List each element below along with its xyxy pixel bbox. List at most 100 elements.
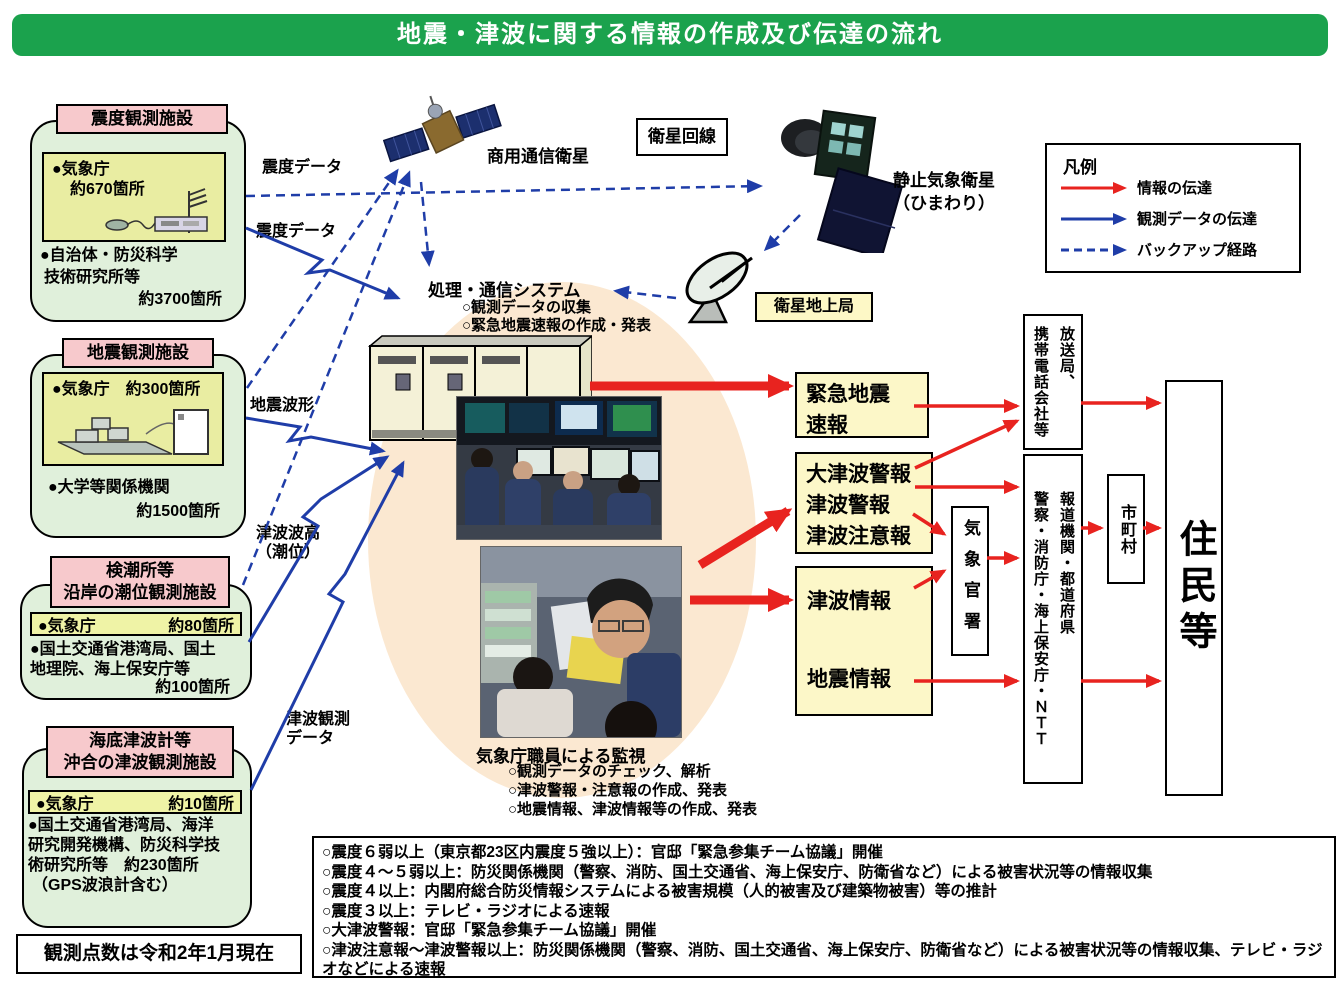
jma-offshore-strip: ●気象庁 約10箇所 <box>28 790 242 814</box>
municipalities-label: 市町村 <box>1118 503 1135 555</box>
blue-dashed-arrow-sample-icon <box>1061 244 1127 256</box>
offshore-header-line2: 沖合の津波観測施設 <box>63 753 217 773</box>
source4-body-line: ●国土交通省港湾局、海洋 <box>28 817 214 834</box>
intensity-data-label-2: 震度データ <box>256 223 337 240</box>
note-line: ○震度６弱以上（東京都23区内震度５強以上）：官邸「緊急参集チーム協議」開催 <box>322 844 883 861</box>
eew-box: 緊急地震 速報 <box>795 372 929 438</box>
source2-body-line: 約1500箇所 <box>136 503 220 520</box>
page-title: 地震・津波に関する情報の作成及び伝達の流れ <box>12 14 1328 56</box>
tsunami-earthquake-info-box: 津波情報 地震情報 <box>795 566 933 716</box>
warning-line1: 大津波警報 <box>806 463 911 486</box>
note-line: ○震度３以上：テレビ・ラジオによる速報 <box>322 902 610 920</box>
seismic-intensity-observation-header: 震度観測施設 <box>56 104 228 135</box>
source1-body-line: 技術研究所等 <box>44 269 141 286</box>
jma-count: 約80箇所 <box>168 618 234 635</box>
tide-station-header: 検潮所等 沿岸の潮位観測施設 <box>50 556 230 609</box>
himawari-label-line1: 静止気象衛星 <box>893 171 995 190</box>
jma-count: 約670箇所 <box>70 181 145 198</box>
processing-bullet: ○観測データの収集 <box>462 299 592 316</box>
tsunami-height-line2: （潮位） <box>256 544 321 562</box>
seismic-waveform-label: 地震波形 <box>250 397 315 414</box>
source2-body-line: ●大学等関係機関 <box>48 479 170 496</box>
source1-body-line: ●自治体・防災科学 <box>40 247 178 264</box>
note-line: ○震度４～５弱以上：防災関係機関（警察、消防、国土交通省、海上保安庁、防衛省など… <box>322 863 1153 881</box>
legend-item-label: バックアップ経路 <box>1137 242 1258 259</box>
media-agencies-label: 報道機関・都道府県 警察・消防庁・海上保安庁・ＮＴＴ <box>1027 491 1079 747</box>
source3-body-line: 地理院、海上保安庁等 <box>30 661 191 678</box>
note-line: ○津波注意報～津波警報以上：防災関係機関（警察、消防、国土交通省、海上保安庁、防… <box>322 941 1323 979</box>
note-line: ○震度４以上：内閣府総合防災情報システムによる被害規模（人的被害及び建築物被害）… <box>322 883 997 900</box>
communication-satellite-icon <box>383 95 502 163</box>
jma-offices-box: 気象官署 <box>951 506 989 656</box>
response-criteria-notes: ○震度６弱以上（東京都23区内震度５強以上）：官邸「緊急参集チーム協議」開催 ○… <box>312 836 1336 978</box>
monitoring-bullet: ○地震情報、津波情報等の作成、発表 <box>508 801 758 818</box>
processing-system-title: 処理・通信システム <box>428 281 581 300</box>
tsunami-info-label: 津波情報 <box>807 590 891 613</box>
jma-label: ●気象庁 約300箇所 <box>52 381 201 398</box>
red-arrow-sample-icon <box>1061 182 1127 194</box>
broadcasters-col2: 携帯電話会社等 <box>1032 326 1049 438</box>
seismograph-icon <box>57 409 209 455</box>
intensity-data-label-1: 震度データ <box>262 159 343 176</box>
tsunami-obs-line2: データ <box>286 730 335 748</box>
residents-label: 住民等 <box>1173 519 1215 657</box>
jma-count: 約10箇所 <box>168 796 234 813</box>
satellite-dish-icon <box>685 251 753 324</box>
jma-label: ●気象庁 <box>52 161 110 178</box>
himawari-satellite-icon <box>781 109 904 253</box>
jma-tide-strip: ●気象庁 約80箇所 <box>30 612 242 636</box>
source3-body-line: 約100箇所 <box>155 679 230 696</box>
jma-label: ●気象庁 <box>38 618 96 635</box>
tide-station-header-line2: 沿岸の潮位観測施設 <box>63 583 217 603</box>
legend-title: 凡例 <box>1063 158 1097 177</box>
ground-station-label: 衛星地上局 <box>755 292 873 322</box>
jma-intensity-inner-box: ●気象庁 約670箇所 <box>42 152 226 242</box>
note-line: ○大津波警報：官邸「緊急参集チーム協議」開催 <box>322 922 657 939</box>
tide-station-header-line1: 検潮所等 <box>106 561 174 580</box>
source3-body-line: ●国土交通省港湾局、国土 <box>30 641 216 658</box>
media-agencies-box: 報道機関・都道府県 警察・消防庁・海上保安庁・ＮＴＴ <box>1023 454 1083 784</box>
warning-line2: 津波警報 <box>806 494 890 517</box>
observation-count-note: 観測点数は令和2年1月現在 <box>16 934 302 974</box>
legend-box: 凡例 情報の伝達 観測データの伝達 バックアップ経路 <box>1045 143 1301 273</box>
processing-bullet: ○緊急地震速報の作成・発表 <box>462 317 652 334</box>
tsunami-obs-line1: 津波観測 <box>286 711 351 728</box>
tsunami-observation-data-label: 津波観測 データ <box>286 710 350 748</box>
broadcasters-box: 放送局、 携帯電話会社等 <box>1023 314 1083 450</box>
jma-label: ●気象庁 <box>36 796 94 813</box>
himawari-satellite-label: 静止気象衛星 （ひまわり） <box>893 170 995 216</box>
source1-body-line: 約3700箇所 <box>138 291 222 308</box>
media-col2: 警察・消防庁・海上保安庁・ＮＴＴ <box>1032 491 1049 747</box>
legend-item-label: 情報の伝達 <box>1137 180 1213 197</box>
staff-monitoring-photo <box>480 546 682 738</box>
source4-body-line: 術研究所等 約230箇所 <box>28 857 199 874</box>
broadcasters-col1: 放送局、 <box>1058 326 1075 390</box>
source4-body-line: （GPS波浪計含む） <box>32 877 178 894</box>
source4-body-line: 研究開発機構、防災科学技 <box>28 837 221 854</box>
tsunami-height-label: 津波波高 （潮位） <box>256 524 320 562</box>
municipalities-box: 市町村 <box>1107 474 1145 584</box>
staff-monitoring-title: 気象庁職員による監視 <box>476 747 646 766</box>
communication-satellite-label: 商用通信衛星 <box>487 147 589 166</box>
eew-line1: 緊急地震 <box>806 383 890 406</box>
broadcasters-label: 放送局、 携帯電話会社等 <box>1027 326 1079 438</box>
media-col1: 報道機関・都道府県 <box>1058 491 1075 635</box>
tsunami-height-line1: 津波波高 <box>256 525 321 542</box>
satellite-link-box: 衛星回線 <box>636 118 728 156</box>
tsunami-warning-box: 大津波警報 津波警報 津波注意報 <box>795 452 933 554</box>
jma-offices-label: 気象官署 <box>961 519 980 643</box>
eew-line2: 速報 <box>806 414 848 437</box>
monitoring-bullet: ○津波警報・注意報の作成、発表 <box>508 782 728 799</box>
residents-box: 住民等 <box>1165 380 1223 796</box>
intensity-meter-icon <box>105 188 208 233</box>
himawari-label-line2: （ひまわり） <box>893 193 995 213</box>
monitoring-bullet: ○観測データのチェック、解析 <box>508 763 711 780</box>
offshore-header-line1: 海底津波計等 <box>89 731 191 750</box>
earthquake-observation-header: 地震観測施設 <box>62 338 214 369</box>
earthquake-info-label: 地震情報 <box>807 668 891 691</box>
offshore-tsunami-header: 海底津波計等 沖合の津波観測施設 <box>46 726 234 779</box>
blue-arrow-sample-icon <box>1061 213 1127 225</box>
jma-seismograph-inner-box: ●気象庁 約300箇所 <box>42 372 224 466</box>
warning-line3: 津波注意報 <box>806 525 911 548</box>
